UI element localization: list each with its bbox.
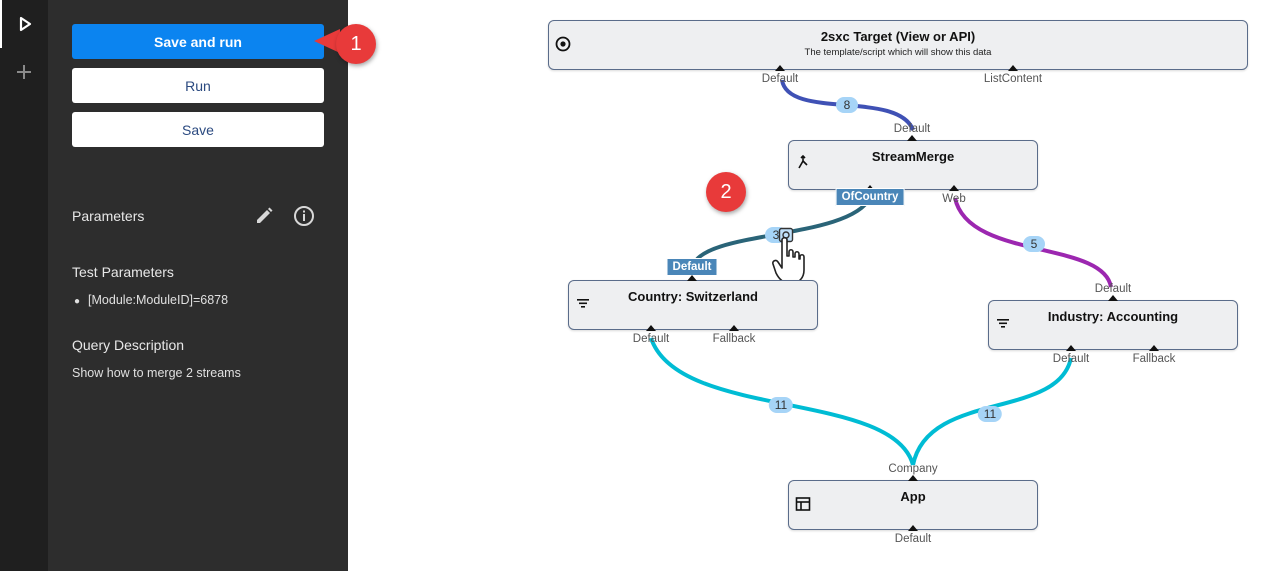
plus-icon	[17, 65, 31, 79]
target-in-port[interactable]	[1008, 65, 1018, 71]
port-label: ListContent	[983, 73, 1043, 85]
port-tag-ofcountry[interactable]: OfCountry	[835, 188, 905, 206]
port-label: Default	[1052, 353, 1090, 365]
target-node-description: The template/script which will show this…	[804, 47, 992, 58]
port-label: Web	[942, 193, 966, 205]
filter-icon	[997, 319, 1009, 328]
query-description-label: Query Description	[72, 337, 185, 353]
connection-count-badge[interactable]: 8	[836, 97, 858, 113]
streammerge-node[interactable]: StreamMerge	[788, 140, 1038, 190]
filter-icon	[577, 299, 589, 308]
callout-1: 1	[336, 24, 376, 64]
port-label: Default	[894, 533, 932, 545]
settings-panel: Save and run Run Save Parameters Test Pa…	[48, 0, 348, 571]
port-label: Company	[888, 463, 938, 475]
test-parameter-text: [Module:ModuleID]=6878	[88, 293, 229, 307]
port-label: Default	[893, 123, 931, 135]
country-node-title: Country: Switzerland	[627, 289, 758, 304]
port-label: Default	[761, 73, 799, 85]
table-icon	[795, 497, 811, 511]
industry-in-port[interactable]	[1108, 295, 1118, 301]
streammerge-node-title: StreamMerge	[871, 149, 955, 164]
target-node-title: 2sxc Target (View or API)	[820, 29, 976, 44]
app-in-port[interactable]	[908, 475, 918, 481]
save-and-run-button[interactable]: Save and run	[72, 24, 324, 59]
country-filter-node[interactable]: Country: Switzerland	[568, 280, 818, 330]
port-label: Fallback	[1132, 353, 1176, 365]
streammerge-in-port[interactable]	[907, 135, 917, 141]
app-out-port[interactable]	[908, 525, 918, 531]
app-node-title: App	[900, 489, 926, 504]
hand-cursor-icon	[772, 236, 805, 284]
info-icon	[294, 206, 314, 226]
pencil-icon	[257, 207, 273, 223]
test-parameters-label: Test Parameters	[72, 264, 174, 280]
query-description-text: Show how to merge 2 streams	[72, 366, 241, 380]
connection-count-badge[interactable]: 11	[977, 406, 1003, 422]
query-canvas: 8 3 5 11 11 2sxc Target (View or API) Th…	[348, 0, 1280, 571]
country-in-port[interactable]	[687, 275, 697, 281]
industry-out-port[interactable]	[1149, 345, 1159, 351]
save-button[interactable]: Save	[72, 112, 324, 147]
target-node[interactable]: 2sxc Target (View or API) The template/s…	[548, 20, 1248, 70]
parameters-label: Parameters	[72, 208, 145, 224]
edit-parameters-button[interactable]	[252, 204, 276, 228]
app-node[interactable]: App	[788, 480, 1038, 530]
country-out-port[interactable]	[646, 325, 656, 331]
port-tag-default[interactable]: Default	[666, 258, 718, 276]
industry-filter-node[interactable]: Industry: Accounting	[988, 300, 1238, 350]
test-parameter-item: ●[Module:ModuleID]=6878	[74, 293, 229, 307]
port-label: Fallback	[712, 333, 756, 345]
info-button[interactable]	[292, 204, 316, 228]
callout-2: 2	[706, 172, 746, 212]
port-label: Default	[632, 333, 670, 345]
play-icon	[19, 16, 32, 32]
connection-count-badge[interactable]: 11	[768, 397, 794, 413]
run-button[interactable]: Run	[72, 68, 324, 103]
callout-1-pointer	[314, 29, 340, 53]
target-in-port[interactable]	[775, 65, 785, 71]
left-rail	[0, 0, 48, 571]
merge-icon	[798, 154, 808, 169]
industry-node-title: Industry: Accounting	[1047, 309, 1179, 324]
connection-count-badge[interactable]: 5	[1023, 236, 1045, 252]
streammerge-in-port[interactable]	[949, 185, 959, 191]
add-rail-button[interactable]	[0, 48, 48, 96]
industry-out-port[interactable]	[1066, 345, 1076, 351]
country-out-port[interactable]	[729, 325, 739, 331]
run-query-rail-button[interactable]	[0, 0, 48, 48]
target-icon	[555, 36, 571, 52]
port-label: Default	[1094, 283, 1132, 295]
